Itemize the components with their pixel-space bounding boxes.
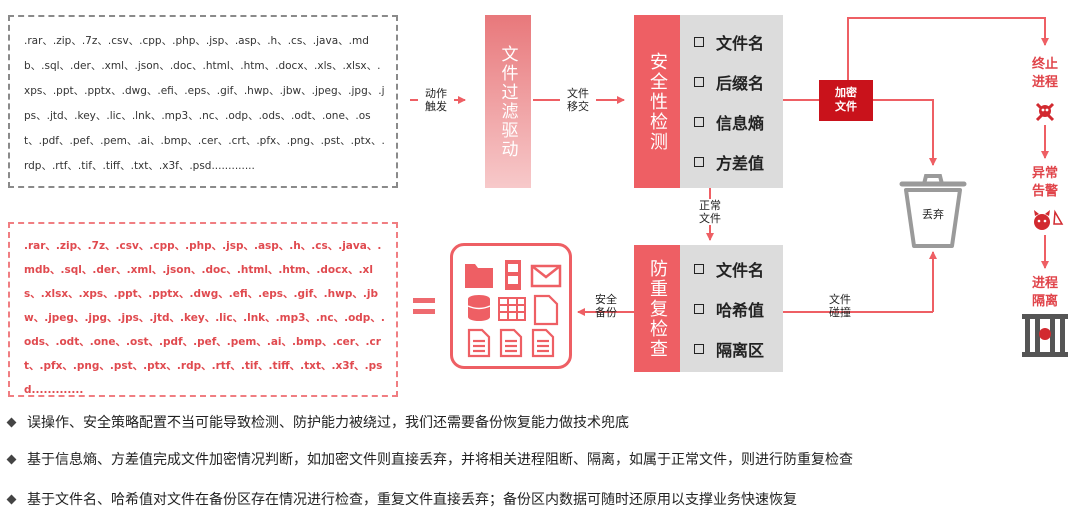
folder-icon xyxy=(465,264,493,288)
security-check-header: 安全性检测 xyxy=(634,15,680,188)
film-icon xyxy=(505,260,521,290)
checkbox-icon xyxy=(694,304,704,314)
label-discard: 丢弃 xyxy=(922,208,944,221)
dup-item-quarantine: 隔离区 xyxy=(694,329,783,369)
label-action-trigger: 动作触发 xyxy=(418,87,454,113)
backup-extension-text: .rar、.zip、.7z、.csv、.cpp、.php、.jsp、.asp、.… xyxy=(24,240,385,396)
bullet-item: 基于文件名、哈希值对文件在备份区存在情况进行检查，重复文件直接丢弃；备份区内数据… xyxy=(6,479,1076,519)
file-filter-driver: 文件过滤驱动 xyxy=(485,15,531,188)
mail-icon xyxy=(530,264,562,288)
check-item-filename: 文件名 xyxy=(694,22,783,62)
check-item-suffix: 后缀名 xyxy=(694,62,783,102)
checkbox-icon xyxy=(694,344,704,354)
bullet-item: 基于信息熵、方差值完成文件加密情况判断，如加密文件则直接丢弃，并将相关进程阻断、… xyxy=(6,439,1076,479)
encrypted-file-tag: 加密文件 xyxy=(819,80,873,121)
alarm-devil-icon xyxy=(1034,209,1064,230)
dup-item-hash: 哈希值 xyxy=(694,289,783,329)
security-check-title: 安全性检测 xyxy=(647,51,668,152)
label-file-collision: 文件碰撞 xyxy=(829,293,851,319)
trash-can-icon xyxy=(899,174,967,248)
backup-file-icons xyxy=(465,260,562,358)
diamond-bullet-icon xyxy=(6,454,17,464)
checkbox-icon xyxy=(694,37,704,47)
check-item-variance: 方差值 xyxy=(694,142,783,182)
skull-icon xyxy=(1035,102,1055,122)
label-abnormal-alarm: 异常告警 xyxy=(1031,166,1058,199)
diamond-bullet-icon xyxy=(6,494,17,504)
label-secure-backup: 安全备份 xyxy=(595,293,617,319)
checkbox-icon xyxy=(694,117,704,127)
label-normal-file: 正常文件 xyxy=(692,199,728,225)
label-process-isolation: 进程隔离 xyxy=(1031,276,1058,309)
file-filter-driver-label: 文件过滤驱动 xyxy=(497,44,518,159)
label-terminate-process: 终止进程 xyxy=(1031,57,1058,90)
checkbox-icon xyxy=(694,157,704,167)
checkbox-icon xyxy=(694,77,704,87)
backup-extension-list: .rar、.zip、.7z、.csv、.cpp、.php、.jsp、.asp、.… xyxy=(8,222,398,397)
check-item-entropy: 信息熵 xyxy=(694,102,783,142)
arrow-to-terminate xyxy=(847,17,1049,100)
security-check-list: 文件名 后缀名 信息熵 方差值 xyxy=(680,15,783,188)
diamond-bullet-icon xyxy=(6,417,17,427)
document-icon-3 xyxy=(531,328,555,358)
checkbox-icon xyxy=(694,264,704,274)
source-extension-text: .rar、.zip、.7z、.csv、.cpp、.php、.jsp、.asp、.… xyxy=(24,35,385,172)
document-icon-1 xyxy=(467,328,491,358)
backup-storage-box xyxy=(450,243,572,369)
jail-icon xyxy=(1022,314,1068,357)
label-file-transfer: 文件移交 xyxy=(560,87,596,113)
document-icon-2 xyxy=(499,328,523,358)
source-extension-list: .rar、.zip、.7z、.csv、.cpp、.php、.jsp、.asp、.… xyxy=(8,15,398,188)
bullet-item: 误操作、安全策略配置不当可能导致检测、防护能力被绕过，我们还需要备份恢复能力做技… xyxy=(6,405,1076,439)
blank-document-icon xyxy=(533,294,559,326)
spreadsheet-icon xyxy=(498,297,526,321)
dup-item-filename: 文件名 xyxy=(694,249,783,289)
equals-sign xyxy=(413,298,435,314)
bullet-list: 误操作、安全策略配置不当可能导致检测、防护能力被绕过，我们还需要备份恢复能力做技… xyxy=(6,405,1076,519)
dup-check-list: 文件名 哈希值 隔离区 xyxy=(680,245,783,372)
dup-check-title: 防重复检查 xyxy=(647,258,668,359)
database-icon xyxy=(467,295,491,321)
dup-check-header: 防重复检查 xyxy=(634,245,680,372)
